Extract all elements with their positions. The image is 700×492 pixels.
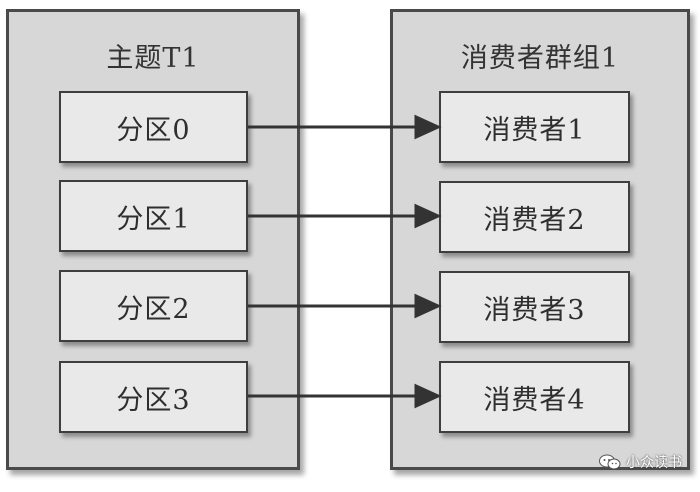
partition-box-0: 分区0 <box>59 91 248 163</box>
watermark: 小众读书 <box>599 452 682 472</box>
consumer-box-4: 消费者4 <box>439 361 630 433</box>
wechat-icon <box>599 454 621 470</box>
consumer-box-2: 消费者2 <box>439 181 630 253</box>
topic-title: 主题T1 <box>106 43 200 74</box>
consumer-box-1: 消费者1 <box>439 91 630 163</box>
consumer-group-title: 消费者群组1 <box>460 43 620 74</box>
partition-box-3: 分区3 <box>59 361 248 433</box>
partition-box-2: 分区2 <box>59 270 248 342</box>
partition-box-1: 分区1 <box>59 180 248 252</box>
consumer-box-3: 消费者3 <box>439 271 630 343</box>
watermark-text: 小众读书 <box>626 455 682 471</box>
